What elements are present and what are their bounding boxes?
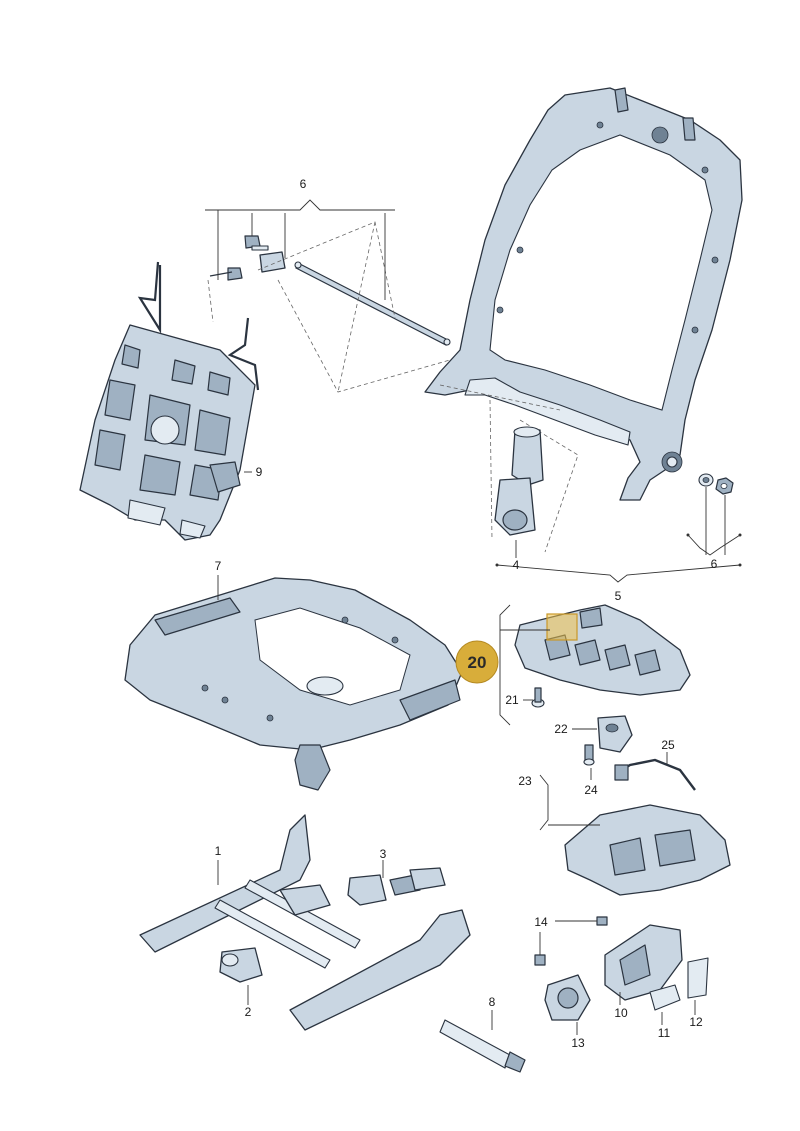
recliner-motor xyxy=(494,426,544,536)
callout-3: 3 xyxy=(380,847,387,861)
knob-12 xyxy=(687,957,709,999)
nut-and-washer xyxy=(698,473,734,495)
callout-2: 2 xyxy=(245,1005,252,1019)
callout-1: 1 xyxy=(215,844,222,858)
lumbar-motor xyxy=(209,461,241,493)
switch-unit-10 xyxy=(604,924,683,1001)
screw-24 xyxy=(583,744,595,766)
callout-labels: 6 9 4 6 5 7 21 22 25 23 24 1 3 2 8 14 10… xyxy=(215,177,718,1050)
callout-7: 7 xyxy=(215,559,222,573)
callout-4: 4 xyxy=(513,558,520,572)
callout-21: 21 xyxy=(505,693,519,707)
leader-arrowheads xyxy=(495,533,742,567)
badge-label: 20 xyxy=(468,653,487,672)
screw-near-13 xyxy=(534,954,546,966)
callout-14: 14 xyxy=(534,915,548,929)
callout-6-top: 6 xyxy=(300,177,307,191)
lumbar-support-mat xyxy=(79,261,260,541)
screw-21 xyxy=(531,687,545,708)
seat-frame xyxy=(124,577,463,791)
callout-11: 11 xyxy=(658,1026,671,1040)
seat-rail-assembly xyxy=(139,814,471,1031)
callout-22: 22 xyxy=(554,722,568,736)
backrest-frame xyxy=(424,87,743,501)
callout-13: 13 xyxy=(571,1036,585,1050)
switch-13 xyxy=(544,974,591,1021)
callout-badge-20[interactable]: 20 xyxy=(455,640,499,684)
grease-tube-8 xyxy=(439,1019,526,1073)
leader-lines xyxy=(205,199,741,1035)
callout-23: 23 xyxy=(518,774,532,788)
callout-12: 12 xyxy=(689,1015,703,1029)
bolt-and-clips xyxy=(209,235,286,281)
callout-6-right: 6 xyxy=(711,557,718,571)
mounting-bracket-23 xyxy=(564,804,731,896)
screw-14 xyxy=(596,916,608,926)
badge-circle xyxy=(455,640,499,684)
callout-24: 24 xyxy=(584,783,598,797)
seat-control-unit xyxy=(514,604,691,696)
connecting-shaft xyxy=(294,261,451,346)
knob-11 xyxy=(649,984,681,1011)
callout-9: 9 xyxy=(256,465,263,479)
callout-25: 25 xyxy=(661,738,675,752)
highlight-box xyxy=(546,613,578,641)
cable-25 xyxy=(614,758,696,791)
height-motor-2 xyxy=(219,947,263,983)
motor-3 xyxy=(347,867,446,906)
callout-5: 5 xyxy=(615,589,622,603)
callout-10: 10 xyxy=(614,1006,628,1020)
actuator-22 xyxy=(597,715,633,753)
callout-8: 8 xyxy=(489,995,496,1009)
